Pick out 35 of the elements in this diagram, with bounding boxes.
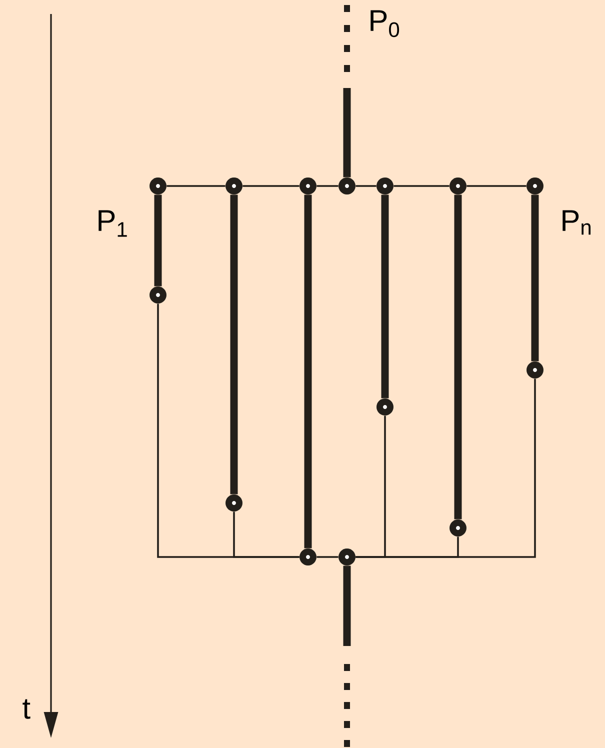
- dot: [150, 178, 166, 194]
- connector-line: [356, 378, 536, 558]
- dot: [376, 178, 394, 194]
- connector-line: [394, 185, 450, 187]
- thread-line: [343, 566, 351, 646]
- thread-line: [230, 194, 238, 494]
- dot: [338, 548, 356, 566]
- thread-line: [454, 194, 462, 520]
- thread-line: [531, 194, 539, 362]
- connector-line: [466, 185, 526, 187]
- dot: [300, 178, 316, 194]
- dot: [150, 286, 166, 304]
- thread-line: [154, 194, 162, 286]
- process-label: t: [22, 699, 30, 719]
- dot: [226, 178, 242, 194]
- dot: [376, 398, 394, 416]
- thread-line: [381, 194, 389, 398]
- dot: [226, 494, 242, 512]
- process-label: P$_{n}$: [562, 210, 591, 235]
- dot: [526, 362, 544, 378]
- connector-line: [166, 185, 226, 187]
- dot: [526, 178, 544, 194]
- dot: [450, 178, 466, 194]
- thread-line: [304, 194, 312, 548]
- dot: [300, 548, 316, 566]
- process-label: P$_{0}$: [370, 10, 400, 38]
- connector-line: [356, 185, 376, 187]
- connector-line: [233, 512, 300, 558]
- process-label: P$_{1}$: [98, 210, 127, 237]
- connector-line: [316, 185, 338, 187]
- dot: [450, 520, 466, 536]
- dot: [338, 178, 356, 194]
- connector-line: [242, 185, 300, 187]
- thread-line: [343, 88, 351, 178]
- connector-line: [316, 556, 338, 558]
